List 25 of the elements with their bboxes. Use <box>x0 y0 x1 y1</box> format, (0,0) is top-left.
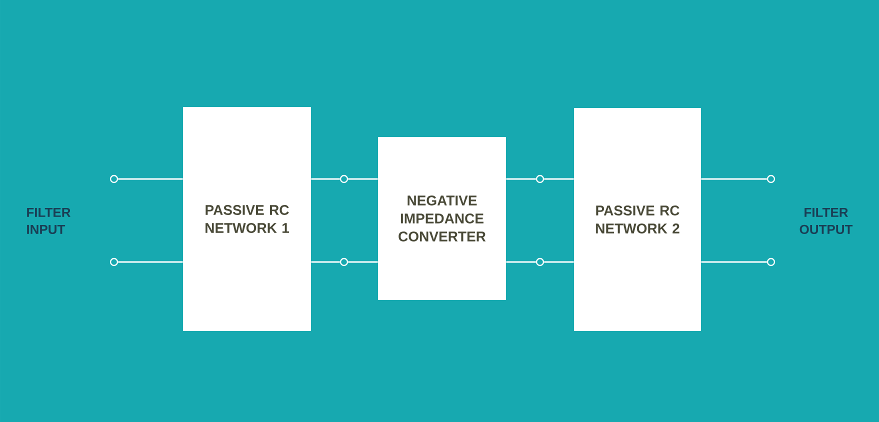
terminal-circle <box>340 174 348 184</box>
wire <box>544 178 574 180</box>
wire <box>701 261 767 263</box>
terminal-circle <box>766 258 776 266</box>
terminal-circle <box>110 174 118 184</box>
terminal-circle <box>110 258 118 266</box>
wire <box>701 178 767 180</box>
terminal-label: FILTER INPUT <box>27 208 70 234</box>
wire <box>311 261 340 263</box>
wire <box>506 261 536 263</box>
terminal-label: FILTER OUTPUT <box>800 208 853 234</box>
block-box: NEGATIVE IMPEDANCE CONVERTER <box>378 137 506 300</box>
wire <box>118 178 183 180</box>
block-box: PASSIVE RC NETWORK 2 <box>574 108 701 331</box>
terminal-circle <box>340 258 348 266</box>
wire <box>348 178 378 180</box>
terminal-circle <box>536 258 544 266</box>
terminal-circle <box>536 174 544 184</box>
wire <box>118 261 183 263</box>
wire <box>544 261 574 263</box>
block-box: PASSIVE RC NETWORK 1 <box>183 107 311 331</box>
wire <box>348 261 378 263</box>
wire <box>311 178 340 180</box>
wire <box>506 178 536 180</box>
terminal-circle <box>766 174 776 184</box>
